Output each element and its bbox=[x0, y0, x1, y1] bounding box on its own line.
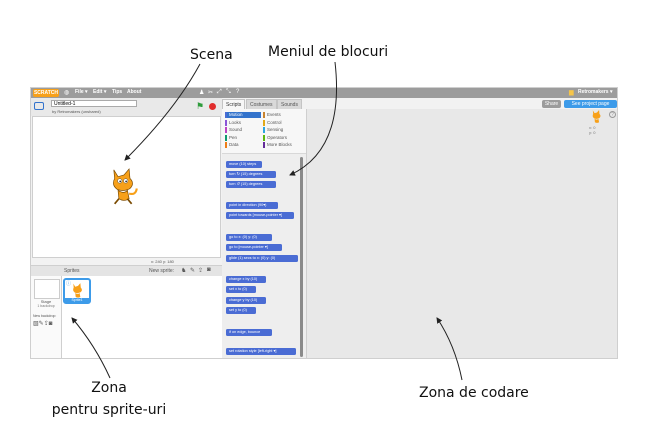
script-area[interactable]: ? x: 0 y: 0 bbox=[307, 109, 617, 358]
label-scena: Scena bbox=[190, 47, 233, 63]
label-zona-de-codare: Zona de codare bbox=[419, 385, 529, 401]
category-pen[interactable]: Pen bbox=[225, 134, 261, 141]
cut-icon[interactable]: ✂ bbox=[208, 90, 214, 96]
grow-icon[interactable]: ⤢ bbox=[217, 89, 222, 95]
category-data[interactable]: Data bbox=[225, 142, 261, 148]
stage-header: by Retromakers (unshared) ⚑ bbox=[31, 98, 222, 116]
motion-block[interactable]: if on edge, bounce bbox=[226, 329, 272, 336]
category-sensing[interactable]: Sensing bbox=[263, 127, 299, 133]
motion-block[interactable]: turn ↻ (15) degrees bbox=[226, 171, 276, 178]
stage-canvas[interactable] bbox=[32, 116, 221, 258]
share-button[interactable]: Share bbox=[542, 100, 561, 108]
new-sprite-label: New sprite: bbox=[149, 268, 175, 274]
green-flag-icon[interactable]: ⚑ bbox=[196, 101, 205, 111]
motion-block[interactable]: go to [mouse-pointer ▾] bbox=[226, 244, 282, 251]
camera-backdrop-icon[interactable]: ◙ bbox=[48, 321, 53, 327]
block-list: move (10) steps turn ↻ (15) degrees turn ↺… bbox=[226, 159, 298, 358]
tab-sounds[interactable]: Sounds bbox=[277, 99, 302, 109]
sprite-thumbnail[interactable]: ⓘ Sprite1 bbox=[63, 278, 91, 304]
motion-block[interactable]: set y to (0) bbox=[226, 307, 256, 314]
category-events[interactable]: Events bbox=[263, 112, 299, 118]
stage-label: Stage bbox=[40, 299, 52, 304]
menu-edit[interactable]: Edit ▾ bbox=[93, 89, 107, 95]
cat-thumbnail-icon bbox=[73, 283, 82, 298]
sprites-header: Sprites New sprite: ♞ ✎ ⇪ ◙ bbox=[31, 265, 222, 277]
menu-tips[interactable]: Tips bbox=[112, 89, 123, 95]
menu-about[interactable]: About bbox=[127, 89, 142, 95]
shrink-icon[interactable]: ⤡ bbox=[226, 89, 231, 95]
project-title-input[interactable] bbox=[51, 100, 137, 107]
help-icon[interactable]: ? bbox=[609, 111, 616, 118]
stage-thumbnail[interactable] bbox=[34, 279, 60, 299]
label-zona: Zona bbox=[91, 380, 127, 396]
category-looks[interactable]: Looks bbox=[225, 119, 261, 126]
stage-coordinates: x: 240 y: 180 bbox=[151, 259, 174, 264]
sprites-label: Sprites bbox=[64, 268, 80, 274]
category-motion[interactable]: Motion bbox=[225, 112, 261, 118]
motion-block[interactable]: turn ↺ (15) degrees bbox=[226, 181, 276, 188]
stop-icon[interactable] bbox=[209, 103, 216, 110]
see-project-page-button[interactable]: See project page bbox=[564, 100, 617, 108]
motion-block[interactable]: point towards [mouse-pointer ▾] bbox=[226, 212, 294, 219]
motion-block[interactable]: glide (1) secs to x: (0) y: (0) bbox=[226, 255, 298, 262]
info-icon[interactable]: ⓘ bbox=[66, 281, 72, 287]
upload-sprite-icon[interactable]: ⇪ bbox=[198, 268, 204, 274]
scratch-logo[interactable]: SCRATCH bbox=[33, 89, 59, 97]
category-operators[interactable]: Operators bbox=[263, 134, 299, 141]
help-block-icon[interactable]: ? bbox=[236, 89, 240, 95]
project-author: by Retromakers (unshared) bbox=[52, 109, 101, 114]
presentation-mode-icon[interactable] bbox=[34, 102, 44, 110]
sprite-preview-icon bbox=[592, 110, 601, 123]
motion-block[interactable]: change y by (10) bbox=[226, 297, 266, 304]
motion-block[interactable]: go to x: (0) y: (0) bbox=[226, 234, 272, 241]
label-zona-sprite-uri: Zona pentru sprite-uri bbox=[44, 380, 174, 418]
paint-backdrop-icon[interactable]: ✎ bbox=[38, 321, 44, 327]
cat-sprite[interactable] bbox=[107, 166, 141, 206]
category-more-blocks[interactable]: More Blocks bbox=[263, 142, 299, 148]
label-pentru-sprite-uri: pentru sprite-uri bbox=[51, 402, 167, 418]
folder-icon: ▆ bbox=[569, 90, 574, 96]
upload-backdrop-icon[interactable]: ⇪ bbox=[43, 321, 49, 327]
category-sound[interactable]: Sound bbox=[225, 127, 261, 133]
scratch-editor-window: SCRATCH ◍ File ▾ Edit ▾ Tips About ♟ ✂ ⤢… bbox=[30, 87, 618, 359]
motion-block[interactable]: set rotation style [left-right ▾] bbox=[226, 348, 296, 355]
backdrop-count: 1 backdrop bbox=[37, 304, 55, 308]
category-control[interactable]: Control bbox=[263, 119, 299, 126]
motion-block[interactable]: change x by (10) bbox=[226, 276, 266, 283]
sprite-list: ⓘ Sprite1 bbox=[62, 276, 222, 358]
stage-selector[interactable]: Stage 1 backdrop New backdrop: ▧✎⇪◙ bbox=[31, 276, 62, 358]
new-backdrop-label: New backdrop: bbox=[33, 314, 57, 318]
motion-block[interactable]: set x to (0) bbox=[226, 286, 256, 293]
palette-scrollbar[interactable] bbox=[300, 157, 303, 357]
tab-scripts[interactable]: Scripts bbox=[222, 99, 246, 109]
menu-file[interactable]: File ▾ bbox=[75, 89, 88, 95]
backdrop-tools[interactable]: ▧✎⇪◙ bbox=[33, 320, 52, 327]
motion-block[interactable]: point in direction (90▾) bbox=[226, 202, 278, 209]
motion-block[interactable]: move (10) steps bbox=[226, 161, 262, 168]
globe-icon[interactable]: ◍ bbox=[64, 90, 70, 96]
duplicate-icon[interactable]: ♟ bbox=[199, 90, 205, 96]
label-meniul-de-blocuri: Meniul de blocuri bbox=[268, 44, 389, 60]
camera-icon[interactable]: ◙ bbox=[207, 267, 211, 273]
backdrop-library-icon[interactable]: ▧ bbox=[33, 321, 39, 327]
user-menu[interactable]: Retromakers ▾ bbox=[578, 89, 613, 95]
sprite-position: x: 0 y: 0 bbox=[589, 125, 596, 135]
menu-bar: SCRATCH ◍ File ▾ Edit ▾ Tips About ♟ ✂ ⤢… bbox=[31, 88, 617, 98]
sprite-name: Sprite1 bbox=[65, 298, 89, 302]
sprite-library-icon[interactable]: ♞ bbox=[181, 268, 187, 274]
tab-costumes[interactable]: Costumes bbox=[246, 99, 277, 109]
paint-sprite-icon[interactable]: ✎ bbox=[190, 268, 196, 274]
